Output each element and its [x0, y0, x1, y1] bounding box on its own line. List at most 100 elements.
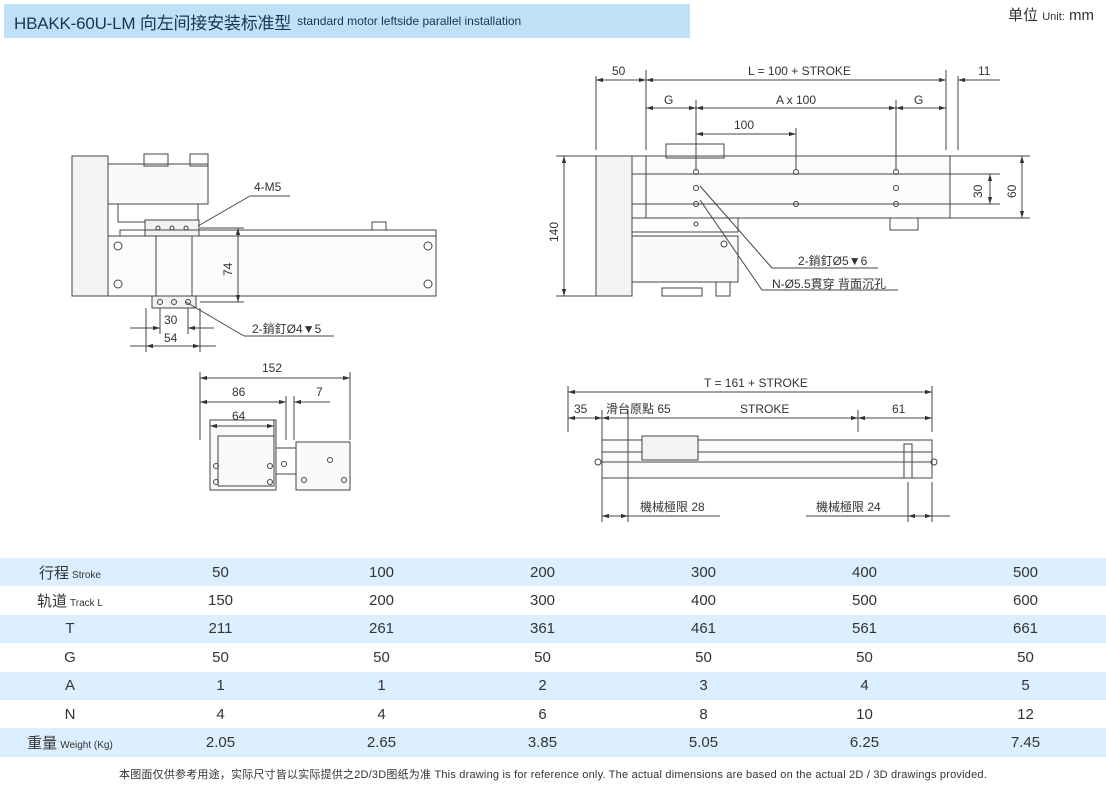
pin-right-text: 2-銷釘Ø5 [798, 253, 849, 268]
side-view-left [71, 153, 437, 352]
table-cell: 4 [784, 671, 945, 700]
table-cell: 500 [784, 586, 945, 615]
table-cell: 2.05 [140, 728, 301, 757]
table-cell: 3.85 [462, 728, 623, 757]
table-cell: 6 [462, 699, 623, 729]
dim-152: 152 [262, 361, 282, 375]
unit-label: 单位 Unit: mm [1008, 4, 1094, 25]
table-cell: 5.05 [623, 728, 784, 757]
table-cell: 661 [945, 614, 1106, 644]
stroke-label: STROKE [740, 402, 789, 416]
row-label-cn: 行程 [39, 564, 70, 582]
table-cell: 3 [623, 671, 784, 700]
table-cell: 7.45 [945, 728, 1106, 757]
pin-left-label: 2-銷釘Ø4▼5 [252, 321, 322, 336]
table-cell: 150 [140, 586, 301, 615]
table-cell: 600 [945, 586, 1106, 615]
row-header: N [0, 699, 140, 729]
table-cell: 200 [301, 586, 462, 615]
table-cell: 300 [623, 558, 784, 587]
technical-drawing: 50 L = 100 + STROKE 11 G A x 100 G 100 3… [71, 64, 1030, 522]
table-cell: 1 [140, 671, 301, 700]
model-title-cn: 向左间接安装标准型 [139, 13, 292, 33]
row-header: G [0, 643, 140, 672]
table-cell: 4 [301, 699, 462, 729]
dim-30-right: 30 [971, 184, 985, 198]
table-cell: 211 [140, 614, 301, 644]
row-header: A [0, 671, 140, 700]
dim-11: 11 [978, 64, 991, 78]
table-cell: 8 [623, 699, 784, 729]
model-code: HBAKK-60U-LM [14, 13, 136, 33]
top-view-right [556, 70, 1030, 297]
dim-L: L = 100 + STROKE [748, 64, 851, 78]
depth-symbol-icon: ▼ [849, 254, 861, 268]
table-cell: 400 [784, 558, 945, 587]
row-label-cn: A [64, 677, 75, 695]
tap-label: 4-M5 [254, 180, 282, 194]
dim-35: 35 [574, 402, 588, 416]
pin-left-text: 2-銷釘Ø4 [252, 321, 303, 336]
model-title-en: standard motor leftside parallel install… [297, 14, 522, 28]
table-cell: 400 [623, 586, 784, 615]
dim-140: 140 [547, 222, 561, 242]
unit-value: mm [1069, 7, 1094, 24]
table-cell: 361 [462, 614, 623, 644]
table-cell: 100 [301, 558, 462, 587]
unit-cn: 单位 [1008, 7, 1039, 24]
table-cell: 6.25 [784, 728, 945, 757]
pin-left-depth: 5 [315, 322, 322, 336]
row-label-cn: T [65, 620, 75, 638]
table-cell: 200 [462, 558, 623, 587]
dim-50: 50 [612, 64, 626, 78]
dim-30-left: 30 [164, 313, 178, 327]
row-label-en: Stroke [72, 569, 101, 581]
table-cell: 50 [945, 643, 1106, 672]
row-label-cn: G [64, 648, 76, 666]
pin-right-depth: 6 [861, 254, 868, 268]
pin-right-label: 2-銷釘Ø5▼6 [798, 253, 868, 268]
table-cell: 500 [945, 558, 1106, 587]
table-cell: 50 [301, 643, 462, 672]
dim-64: 64 [232, 409, 246, 423]
dim-G-right: G [914, 93, 923, 107]
table-cell: 50 [784, 643, 945, 672]
table-cell: 4 [140, 699, 301, 729]
dim-G-left: G [664, 93, 673, 107]
table-cell: 50 [140, 558, 301, 587]
table-cell: 50 [140, 643, 301, 672]
table-cell: 12 [945, 699, 1106, 729]
mech-limit-left: 機械極限 28 [640, 499, 705, 514]
table-cell: 2 [462, 671, 623, 700]
origin-label: 滑台原點 65 [606, 401, 671, 416]
table-cell: 261 [301, 614, 462, 644]
dim-86: 86 [232, 385, 246, 399]
dim-61: 61 [892, 402, 906, 416]
row-header: T [0, 614, 140, 644]
table-cell: 461 [623, 614, 784, 644]
dim-7: 7 [316, 385, 323, 399]
table-cell: 10 [784, 699, 945, 729]
table-cell: 5 [945, 671, 1106, 700]
unit-en: Unit: [1042, 11, 1065, 23]
mech-limit-right: 機械極限 24 [816, 499, 881, 514]
dim-60: 60 [1005, 184, 1019, 198]
row-label-en: Weight (Kg) [60, 740, 113, 752]
depth-symbol-icon: ▼ [303, 322, 315, 336]
table-cell: 50 [462, 643, 623, 672]
table-cell: 300 [462, 586, 623, 615]
table-cell: 2.65 [301, 728, 462, 757]
row-label-cn: 轨道 [37, 593, 68, 611]
dim-A: A x 100 [776, 93, 816, 107]
table-cell: 50 [623, 643, 784, 672]
